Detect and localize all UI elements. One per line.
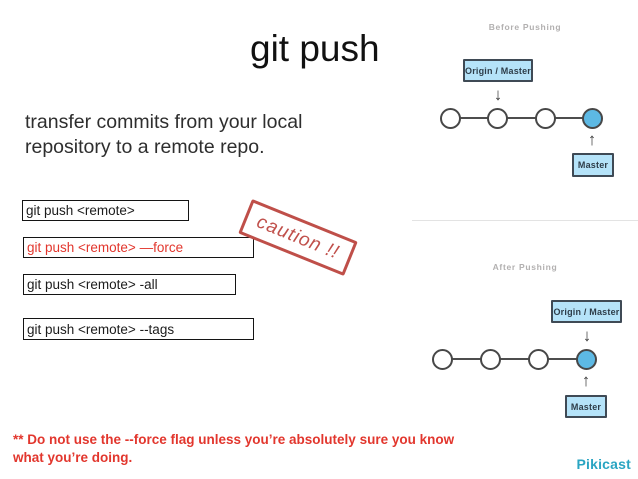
section-divider [412,220,638,221]
origin-master-label: Origin / Master [551,300,622,323]
commit-node-highlighted [582,108,603,129]
commit-edge [451,117,593,119]
master-label: Master [572,153,614,177]
arrow-down-icon: ↓ [582,326,592,345]
commit-node [480,349,501,370]
commit-node [432,349,453,370]
commit-node [535,108,556,129]
origin-master-label: Origin / Master [463,59,533,82]
commit-node [528,349,549,370]
description: transfer commits from your local reposit… [25,110,302,160]
commit-node [440,108,461,129]
diagram-title-after: After Pushing [492,262,558,272]
command-text: git push <remote> --tags [27,321,175,337]
command-box-push-all: git push <remote> -all [23,274,236,295]
brand-logo: Pikicast [576,456,631,472]
commit-node-highlighted [576,349,597,370]
description-line: repository to a remote repo. [25,136,265,158]
command-text: git push <remote> —force [27,240,184,255]
command-box-push-force: git push <remote> —force [23,237,254,258]
arrow-up-icon: ↑ [581,371,591,390]
page-title: git push [250,28,380,69]
commit-node [487,108,508,129]
command-box-push: git push <remote> [22,200,189,221]
command-text: git push <remote> [26,203,135,218]
commit-edge [443,358,586,360]
arrow-up-icon: ↑ [587,130,597,149]
force-warning-line: what you’re doing. [13,449,133,465]
caution-stamp: caution !! [238,198,358,277]
diagram-title-before: Before Pushing [488,22,562,32]
command-box-push-tags: git push <remote> --tags [23,318,254,340]
force-warning: ** Do not use the --force flag unless yo… [13,431,454,466]
master-label: Master [565,395,607,418]
force-warning-line: ** Do not use the --force flag unless yo… [13,432,455,447]
description-line: transfer commits from your local [25,111,303,133]
arrow-down-icon: ↓ [493,85,503,104]
command-text: git push <remote> -all [27,277,158,292]
